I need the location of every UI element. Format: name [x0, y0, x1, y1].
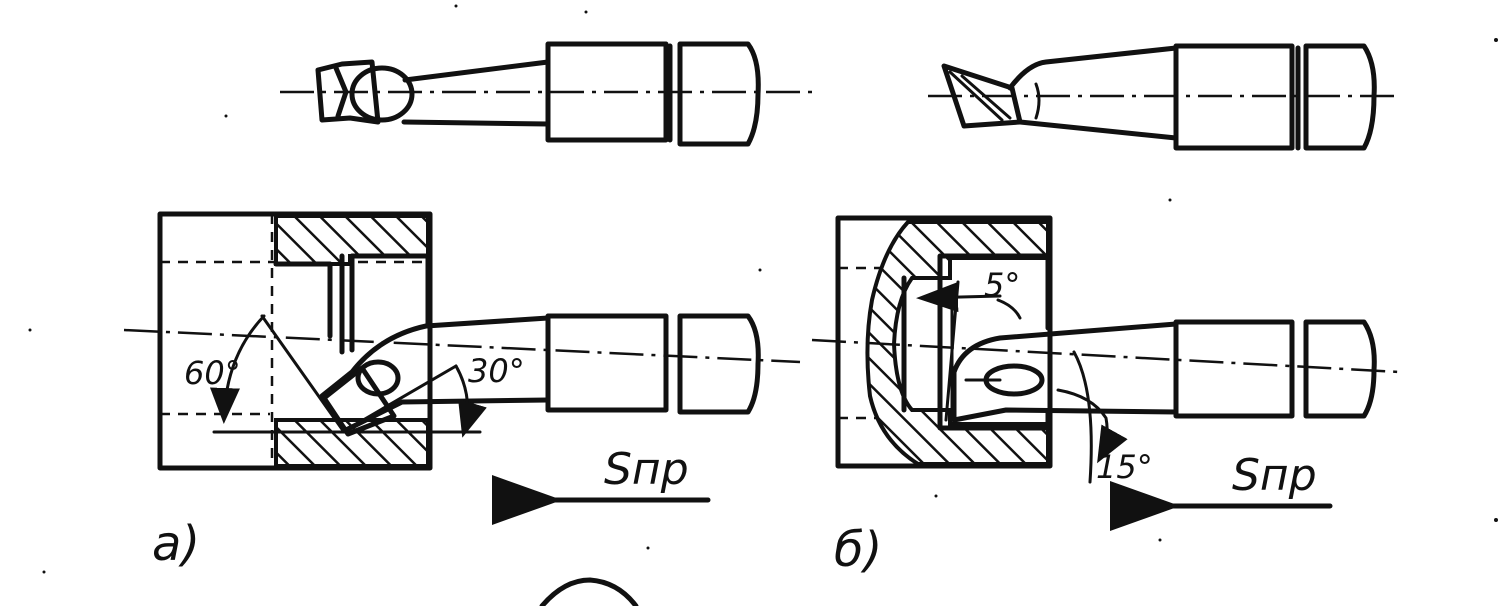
scan-speckles: [28, 4, 1498, 574]
workpiece-a-bore-walls: [339, 253, 431, 355]
workpiece-b-section: [865, 220, 1050, 466]
tool-a-top-end: [677, 41, 761, 147]
angle-a-60-leg: [260, 314, 346, 434]
figure-b-center-axis: [811, 338, 1401, 374]
bar-a-insert: [321, 365, 397, 437]
tool-b-top-neck-curve: [1034, 82, 1041, 120]
angle-b-15-leg: [1072, 350, 1093, 484]
bar-a-neck-top: [319, 315, 551, 399]
angle-b-5-arrow: [916, 282, 1002, 313]
figure-a: 60° 30° Sпр а): [123, 211, 801, 572]
tool-a-top-tip-head: [349, 65, 415, 123]
bottom-partial-circle: [539, 577, 639, 606]
angle-a-60-arc: [209, 314, 266, 424]
bar-a-end: [677, 313, 761, 415]
angle-a-60-label: 60°: [184, 354, 241, 392]
feed-a-label: Sпр: [604, 444, 689, 495]
bar-a-insert-screw: [355, 359, 401, 397]
tool-b-top-shank: [1173, 43, 1295, 151]
angle-b-15-label: 15°: [1096, 448, 1153, 486]
bar-b-neck-bottom: [951, 407, 1179, 423]
angle-a-30-leg: [344, 364, 458, 432]
tool-b-top-view: [928, 43, 1400, 151]
tool-a-top-tip-edge: [333, 65, 349, 119]
angle-b-5-tail: [996, 298, 1022, 320]
figure-b-label: б): [834, 522, 882, 578]
tool-a-top-shank: [545, 41, 669, 143]
bar-b-shank: [1173, 319, 1295, 419]
tool-a-top-view: [280, 41, 812, 147]
angle-b-5-label: 5°: [984, 266, 1020, 304]
workpiece-b-bore-walls: [937, 253, 1051, 431]
tool-b-top-end: [1303, 43, 1377, 151]
bar-b-end: [1303, 319, 1377, 419]
angle-a-30-label: 30°: [468, 352, 525, 390]
figure-a-center-axis: [123, 328, 801, 364]
tool-a-top-neck: [401, 59, 551, 127]
figure-a-label: а): [152, 516, 200, 572]
angle-b-15-arc: [1056, 388, 1128, 464]
angle-b-5-legs: [944, 280, 960, 422]
angle-a-30-arc: [454, 364, 487, 438]
figure-b: 5° 15° Sпр б): [811, 215, 1401, 578]
workpiece-a-inner-wall: [273, 261, 333, 339]
bar-b-neck-top: [951, 321, 1179, 375]
feed-b-label: Sпр: [1232, 450, 1317, 501]
tool-b-top-tip-lines: [948, 70, 1012, 122]
bar-a-shank: [545, 313, 669, 413]
tool-b-top-neck: [1007, 45, 1179, 141]
